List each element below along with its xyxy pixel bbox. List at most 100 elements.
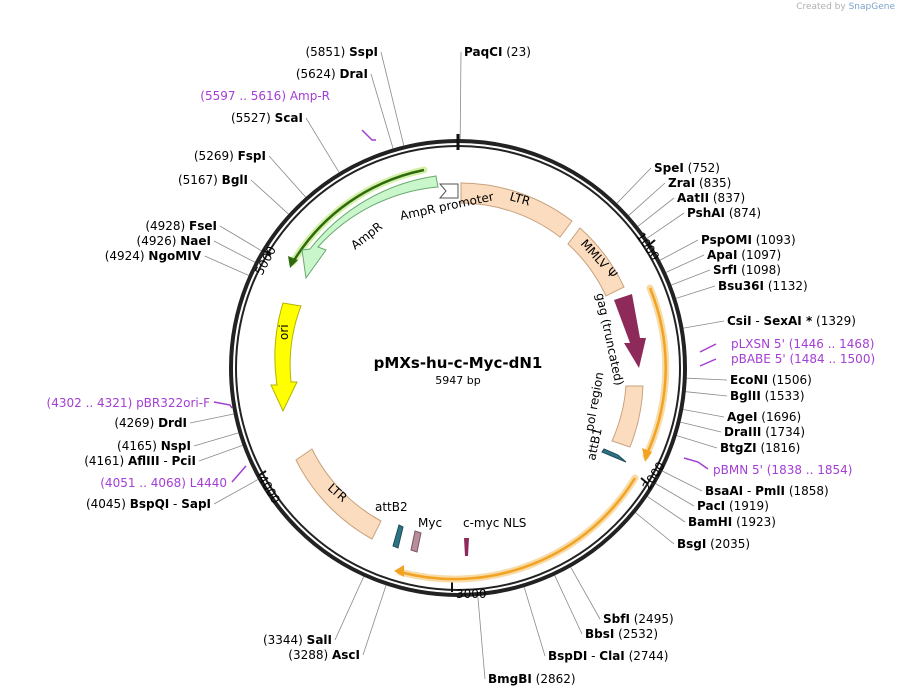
feature-myc-label: Myc <box>418 516 442 530</box>
site-pshai: PshAI (874) <box>687 206 761 220</box>
site-bglii: BglII (1533) <box>730 389 805 403</box>
primer-glyphs <box>213 129 717 483</box>
primer-glyph-plxsn <box>699 343 717 367</box>
site-bsgi: BsgI (2035) <box>677 537 750 551</box>
tick-2000 <box>640 477 648 484</box>
primer-pbabe: pBABE 5' (1484 .. 1500) <box>731 352 875 366</box>
site-apai: ApaI (1097) <box>707 248 781 262</box>
primer-glyph-pbmn <box>683 457 709 470</box>
leader-ngomiv <box>204 255 249 276</box>
leader-bspdi <box>523 587 546 657</box>
feature-mmlv-psi <box>567 227 625 297</box>
primer-pbmn: pBMN 5' (1838 .. 1854) <box>713 463 852 477</box>
site-sali: (3344) SalI <box>263 633 332 647</box>
leader-fspi <box>268 155 306 198</box>
leader-scai <box>305 117 340 173</box>
feature-attb1-label: attB1 <box>584 427 604 462</box>
feature-ltr-top-label: LTR <box>508 189 532 208</box>
leader-bglii <box>685 391 728 397</box>
feature-cmyc-nls-label: c-myc NLS <box>463 516 526 530</box>
tick-5000 <box>262 249 272 256</box>
site-bspqi: (4045) BspQI - SapI <box>86 497 211 511</box>
leader-naei <box>213 240 256 263</box>
leader-drdi <box>189 413 234 424</box>
site-bsaai: BsaAI - PmlI (1858) <box>705 484 829 498</box>
plasmid-name: pMXs-hu-c-Myc-dN1 <box>374 354 543 372</box>
leader-srfi <box>671 269 711 286</box>
feature-ltr-top <box>460 182 573 238</box>
feature-attb1 <box>601 448 627 463</box>
leader-spei <box>616 167 652 204</box>
site-fsei: (4928) FseI <box>145 219 217 233</box>
credit-prefix: Created by <box>796 2 846 12</box>
leader-csii <box>683 320 725 329</box>
primer-glyph-ampr <box>361 129 376 141</box>
orf-arc-green <box>291 168 425 263</box>
leader-bamhi <box>647 496 686 523</box>
site-ngomiv: (4924) NgoMIV <box>105 249 202 263</box>
site-econi: EcoNI (1506) <box>730 373 812 387</box>
feature-cmyc-nls <box>464 538 469 556</box>
tick-label-2000: 2000 <box>640 459 668 492</box>
tick-1000 <box>647 239 656 247</box>
leader-bspqi <box>213 479 259 505</box>
tick-4000 <box>257 470 267 477</box>
feature-ampr-label: AmpR <box>348 219 385 252</box>
feature-ampr <box>301 175 439 280</box>
leader-sali <box>334 576 365 641</box>
leader-agei <box>683 409 725 418</box>
leader-drai <box>370 73 394 149</box>
site-bsu36i: Bsu36I (1132) <box>718 279 808 293</box>
site-bamhi: BamHI (1923) <box>688 515 776 529</box>
plasmid-length: 5947 bp <box>435 374 480 387</box>
credit-brand: SnapGene <box>848 2 895 12</box>
primer-glyph-pbr322 <box>213 401 233 409</box>
feature-ltr-bottom <box>295 448 382 540</box>
leader-pshai <box>646 212 685 239</box>
leader-bgli <box>250 179 289 215</box>
feature-attb2 <box>392 524 404 549</box>
site-aatii: AatII (837) <box>677 191 745 205</box>
feature-pol-region <box>611 385 644 448</box>
leader-afliii <box>198 445 243 462</box>
tick-label-3000: 3000 <box>456 587 487 601</box>
leader-sbfi <box>570 567 601 620</box>
site-naei: (4926) NaeI <box>137 234 211 248</box>
site-srfi: SrfI (1098) <box>713 263 781 277</box>
tick-label-4000: 4000 <box>255 473 282 506</box>
snapgene-credit: Created by SnapGene <box>796 2 895 12</box>
leader-fsei <box>219 225 262 252</box>
orf-arc-bottom <box>399 477 637 581</box>
leader-pspomi <box>659 239 699 261</box>
site-afliii: (4161) AflIII - PciI <box>84 454 196 468</box>
primers: (5597 .. 5616) Amp-R pLXSN 5' (1446 .. 1… <box>47 89 876 490</box>
tick-label-1000: 1000 <box>634 230 663 263</box>
primer-ampr: (5597 .. 5616) Amp-R <box>200 89 330 103</box>
feature-ori <box>270 302 302 413</box>
orf-arc-bottom-head <box>394 565 404 577</box>
feature-attb2-label: attB2 <box>375 500 408 514</box>
leader-zrai <box>628 182 666 216</box>
primer-l4440: (4051 .. 4068) L4440 <box>100 476 227 490</box>
feature-myc <box>410 530 422 553</box>
orf-arc-right <box>644 287 667 457</box>
site-drai: (5624) DraI <box>296 67 368 81</box>
leader-apai <box>665 254 705 273</box>
leader-paci <box>655 483 695 507</box>
site-sbfi: SbfI (2495) <box>603 612 674 626</box>
leader-aatii <box>637 197 675 227</box>
primer-pbr322: (4302 .. 4321) pBR322ori-F <box>47 396 211 410</box>
leader-bmgbi <box>477 596 486 680</box>
site-fspi: (5269) FspI <box>194 149 266 163</box>
site-paci: PacI (1919) <box>697 499 769 513</box>
feature-ampr-promoter <box>438 183 459 199</box>
leader-econi <box>686 377 728 381</box>
orf-arc-green-head <box>288 256 298 268</box>
leader-draiii <box>680 421 722 433</box>
leader-bsu36i <box>676 285 716 299</box>
site-scai: (5527) ScaI <box>231 111 303 125</box>
leader-nspi <box>193 432 239 447</box>
site-pspomi: PspOMI (1093) <box>701 233 796 247</box>
orf-arc-right-head <box>642 448 652 462</box>
site-bmgbi: BmgBI (2862) <box>488 672 576 686</box>
